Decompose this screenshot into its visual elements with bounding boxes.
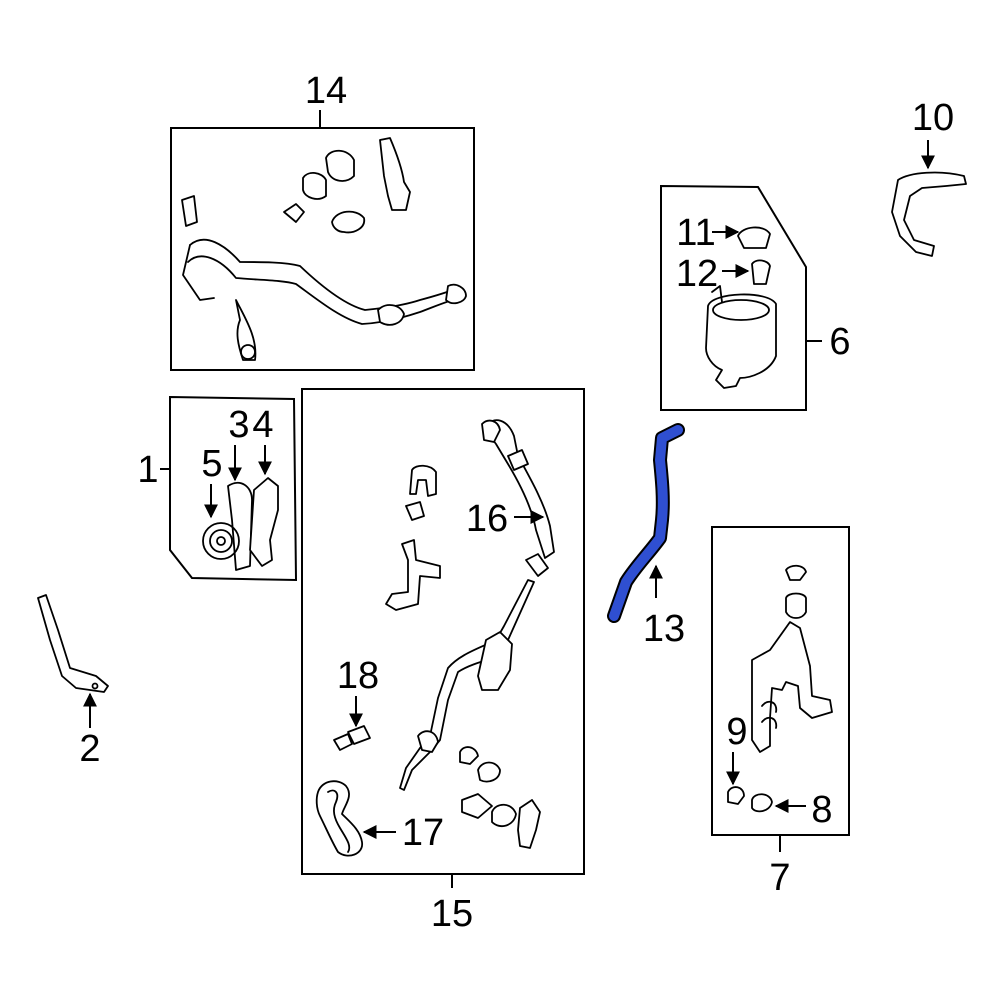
callout-16-arrow: 16 (466, 498, 545, 540)
group-1-frame: 1 (137, 395, 298, 582)
group-14-frame: 14 (170, 70, 475, 371)
callout-14: 14 (305, 70, 347, 112)
callout-9-arrow: 9 (726, 711, 748, 786)
callout-12: 12 (676, 253, 718, 295)
callout-8-arrow: 8 (774, 789, 833, 831)
callout-4: 4 (252, 404, 273, 446)
callout-11-arrow: 11 (676, 212, 740, 254)
callout-18: 18 (337, 655, 379, 697)
fitting-part-18[interactable] (333, 725, 371, 751)
power-steering-pump[interactable] (202, 477, 279, 571)
callout-4-arrow: 4 (252, 404, 274, 476)
group-6-frame: 6 (660, 184, 851, 411)
hose-part-17[interactable] (315, 780, 363, 857)
bracket-part-10[interactable]: 10 (891, 97, 967, 257)
callout-10: 10 (912, 97, 954, 139)
bracket-part-2[interactable]: 2 (37, 594, 109, 770)
callout-5-arrow: 5 (201, 443, 223, 519)
callout-12-arrow: 12 (676, 253, 750, 295)
callout-1: 1 (137, 449, 158, 491)
reservoir[interactable] (705, 226, 777, 389)
highlighted-hose-part-13[interactable]: 13 (607, 423, 685, 650)
hose-13-highlight (609, 425, 683, 621)
callout-13: 13 (643, 608, 685, 650)
group-15-frame: 15 (301, 388, 585, 935)
callout-17-arrow: 17 (362, 812, 444, 854)
callout-15: 15 (431, 893, 473, 935)
power-steering-hose-assembly[interactable] (181, 137, 467, 361)
return-line-assembly[interactable] (385, 419, 555, 849)
callout-17: 17 (402, 812, 444, 854)
callout-5: 5 (201, 443, 222, 485)
callout-3-arrow: 3 (228, 404, 250, 482)
callout-11: 11 (676, 212, 715, 254)
callout-6: 6 (829, 321, 850, 363)
callout-18-arrow: 18 (337, 655, 379, 728)
callout-9: 9 (726, 711, 747, 753)
callout-8: 8 (811, 789, 832, 831)
callout-7: 7 (769, 857, 790, 899)
callout-2: 2 (79, 728, 100, 770)
callout-3: 3 (228, 404, 249, 446)
callout-16: 16 (466, 498, 508, 540)
group-7-frame: 7 (711, 526, 850, 899)
mounting-bracket-assembly[interactable] (727, 564, 833, 813)
